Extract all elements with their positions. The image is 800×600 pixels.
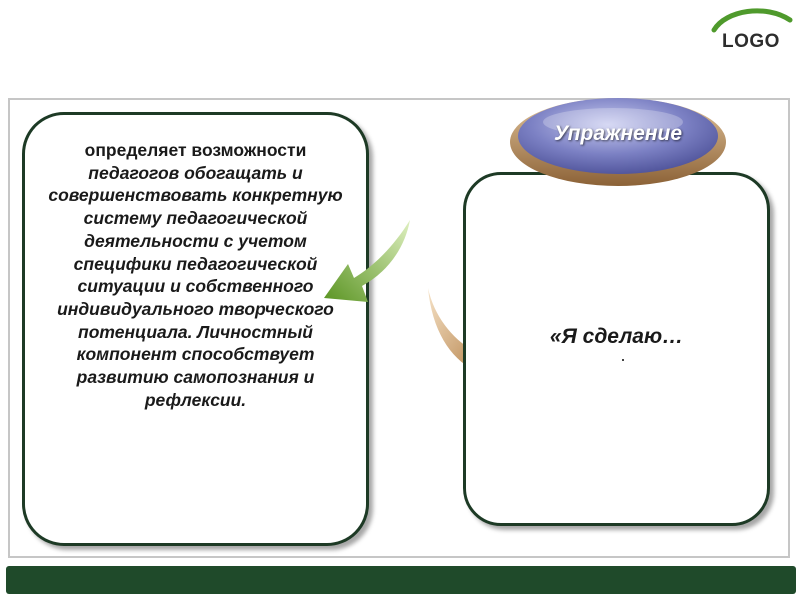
- logo-swoosh-icon: [711, 8, 793, 33]
- description-body: педагогов обогащать и совершенствовать к…: [48, 162, 343, 410]
- footer-bar: [6, 566, 796, 594]
- green-curved-arrow-icon: [324, 220, 410, 302]
- description-text: определяет возможности педагогов обогаща…: [25, 139, 366, 411]
- badge-label: Упражнение: [553, 122, 683, 145]
- exercise-text: «Я сделаю…: [549, 325, 684, 348]
- badge-ellipse-icon: [510, 98, 726, 186]
- exercise-badge: Упражнение: [505, 86, 731, 190]
- description-lead: определяет возможности: [84, 140, 307, 160]
- logo: LOGO: [700, 6, 796, 56]
- description-box: определяет возможности педагогов обогаща…: [22, 112, 369, 546]
- exercise-dot: [622, 359, 624, 361]
- exercise-box: «Я сделаю…: [463, 172, 770, 526]
- logo-text: LOGO: [722, 31, 780, 52]
